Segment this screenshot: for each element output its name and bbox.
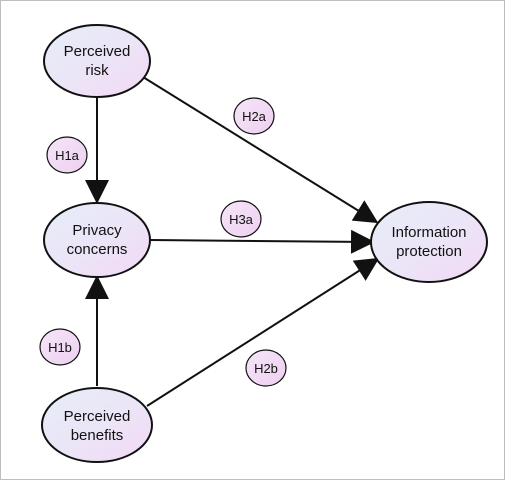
node-privacy-concerns-label-line1: Privacy: [72, 222, 122, 239]
node-information-protection-label-line2: protection: [396, 243, 462, 260]
node-perceived-benefits-label-line2: benefits: [71, 427, 124, 444]
hypothesis-h1b: H1b: [39, 328, 81, 366]
arrow-benefits-to-protection: [146, 257, 380, 407]
hypothesis-h2a: H2a: [233, 97, 275, 135]
node-perceived-risk-label-line1: Perceived: [64, 43, 131, 60]
hypothesis-h1a: H1a: [46, 136, 88, 174]
hypothesis-h2b: H2b: [245, 349, 287, 387]
node-perceived-risk: Perceived risk: [43, 24, 151, 98]
node-privacy-concerns: Privacy concerns: [43, 202, 151, 278]
hypothesis-h3a: H3a: [220, 200, 262, 238]
hypothesis-h2a-text: H2a: [242, 109, 267, 124]
node-information-protection: Information protection: [370, 201, 488, 283]
node-information-protection-label-line1: Information: [391, 224, 466, 241]
node-perceived-benefits: Perceived benefits: [41, 387, 153, 463]
node-privacy-concerns-label-line2: concerns: [67, 241, 128, 258]
arrow-concerns-to-protection: [149, 229, 375, 254]
node-perceived-risk-label-line2: risk: [85, 62, 109, 79]
hypothesis-h1a-text: H1a: [55, 148, 80, 163]
hypothesis-h2b-text: H2b: [254, 361, 278, 376]
hypothesis-h1b-text: H1b: [48, 340, 72, 355]
node-perceived-benefits-label-line1: Perceived: [64, 408, 131, 425]
arrow-risk-to-protection: [142, 76, 379, 224]
hypothesis-h3a-text: H3a: [229, 212, 254, 227]
